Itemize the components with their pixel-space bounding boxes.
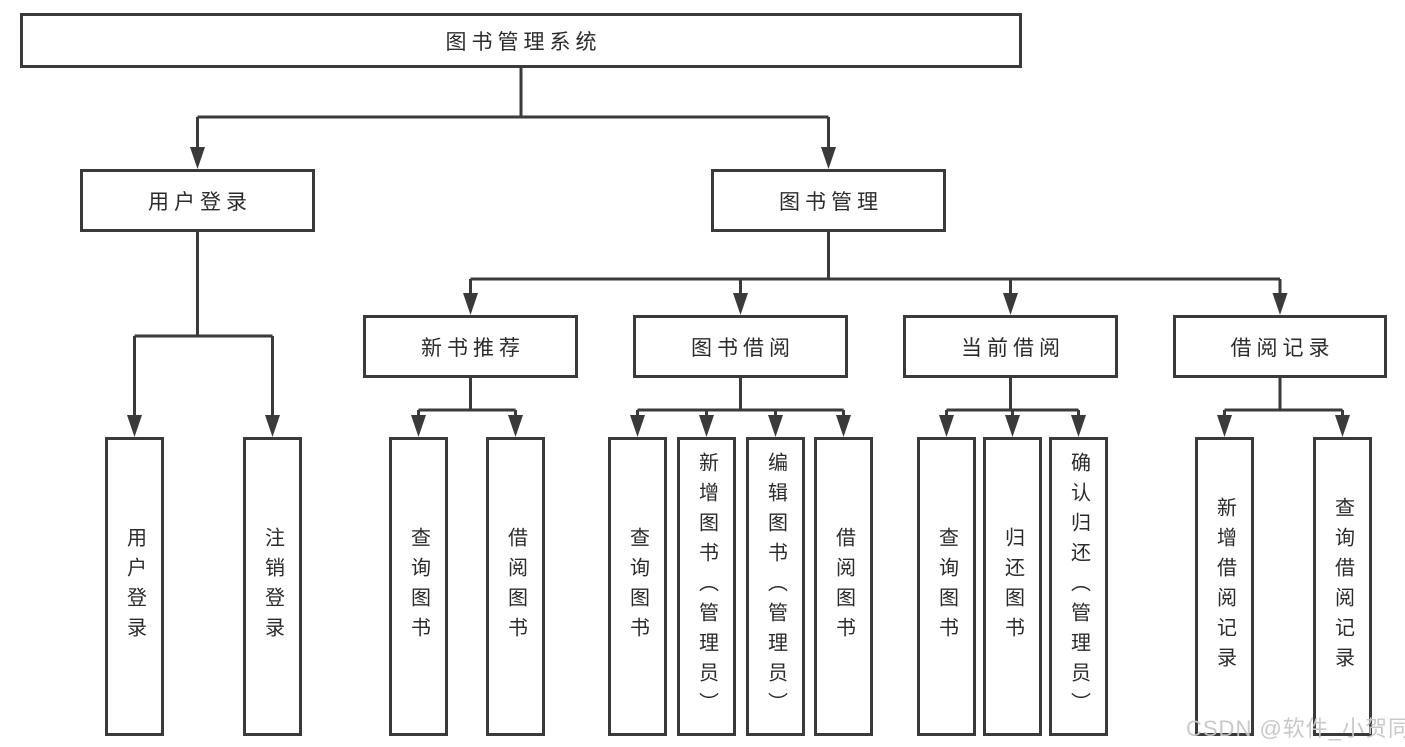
node-user-login-label: 用户登录: [148, 190, 252, 214]
leaf-borrow-query-book-label: 查询图书: [626, 526, 649, 647]
leaf-return-book-label: 归还图书: [1001, 526, 1024, 647]
leaf-query-borrow-record: 查询借阅记录: [1313, 437, 1372, 736]
node-borrow-records: 借阅记录: [1173, 315, 1387, 378]
leaf-edit-book-admin-label: 编辑图书（管理员）: [764, 451, 787, 722]
leaf-recommend-query-book-label: 查询图书: [407, 526, 430, 647]
node-new-book-recommend-label: 新书推荐: [421, 336, 525, 360]
node-root: 图书管理系统: [20, 13, 1022, 68]
leaf-current-query-book: 查询图书: [917, 437, 976, 736]
leaf-current-query-book-label: 查询图书: [935, 526, 958, 647]
leaf-add-borrow-record-label: 新增借阅记录: [1213, 496, 1236, 677]
leaf-borrow-book: 借阅图书: [814, 437, 873, 736]
leaf-confirm-return-admin: 确认归还（管理员）: [1049, 437, 1108, 736]
leaf-edit-book-admin: 编辑图书（管理员）: [746, 437, 805, 736]
leaf-add-book-admin: 新增图书（管理员）: [677, 437, 736, 736]
node-book-borrow: 图书借阅: [633, 315, 848, 378]
leaf-logout-label: 注销登录: [261, 526, 284, 647]
leaf-add-borrow-record: 新增借阅记录: [1195, 437, 1254, 736]
leaf-borrow-query-book: 查询图书: [608, 437, 667, 736]
leaf-recommend-query-book: 查询图书: [389, 437, 448, 736]
leaf-user-login: 用户登录: [105, 437, 164, 736]
node-book-management-label: 图书管理: [779, 190, 883, 214]
leaf-query-borrow-record-label: 查询借阅记录: [1331, 496, 1354, 677]
leaf-add-book-admin-label: 新增图书（管理员）: [695, 451, 718, 722]
leaf-recommend-borrow-book: 借阅图书: [486, 437, 545, 736]
leaf-confirm-return-admin-label: 确认归还（管理员）: [1067, 451, 1090, 722]
node-current-borrow: 当前借阅: [903, 315, 1118, 378]
node-borrow-records-label: 借阅记录: [1230, 336, 1335, 360]
arrowheads: [127, 147, 1350, 437]
node-new-book-recommend: 新书推荐: [363, 315, 578, 378]
leaf-recommend-borrow-book-label: 借阅图书: [504, 526, 527, 647]
leaf-borrow-book-label: 借阅图书: [832, 526, 855, 647]
node-user-login: 用户登录: [80, 169, 315, 232]
leaf-return-book: 归还图书: [983, 437, 1042, 736]
node-book-borrow-label: 图书借阅: [691, 336, 795, 360]
node-current-borrow-label: 当前借阅: [961, 336, 1065, 360]
node-root-label: 图书管理系统: [445, 30, 602, 54]
leaf-user-login-label: 用户登录: [123, 526, 146, 647]
leaf-logout: 注销登录: [243, 437, 302, 736]
csdn-watermark: CSDN @软件_小贺同学: [1186, 716, 1405, 741]
node-book-management: 图书管理: [711, 169, 946, 232]
